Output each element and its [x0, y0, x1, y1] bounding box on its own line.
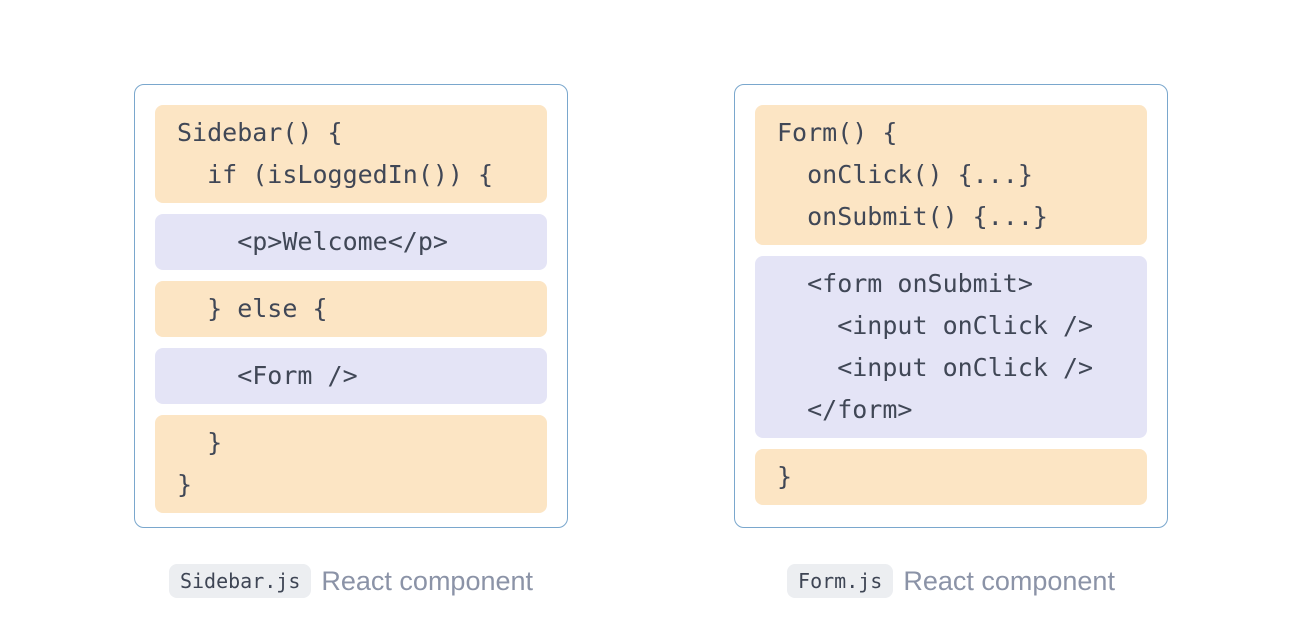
sidebar-component-panel: Sidebar() { if (isLoggedIn()) { <p>Welco… — [134, 84, 568, 528]
filename-badge: Form.js — [787, 564, 894, 598]
js-code-block: } } — [155, 415, 547, 513]
code-lines: <form onSubmit> <input onClick /> <input… — [807, 269, 1094, 424]
form-caption: Form.js React component — [734, 564, 1168, 598]
jsx-code-block: <Form /> — [155, 348, 547, 404]
form-figure: Form() { onClick() {...} onSubmit() {...… — [734, 84, 1168, 598]
code-lines: } — [777, 462, 793, 491]
sidebar-figure: Sidebar() { if (isLoggedIn()) { <p>Welco… — [134, 84, 568, 598]
code-lines: <Form /> — [177, 361, 358, 390]
js-code-block: Form() { onClick() {...} onSubmit() {...… — [755, 105, 1147, 245]
jsx-code-block: <p>Welcome</p> — [155, 214, 547, 270]
sidebar-caption: Sidebar.js React component — [134, 564, 568, 598]
js-code-block: } else { — [155, 281, 547, 337]
code-lines: Sidebar() { if (isLoggedIn()) { — [177, 118, 494, 189]
caption-label: React component — [321, 565, 534, 596]
caption-label: React component — [903, 565, 1115, 596]
jsx-code-block: <form onSubmit> <input onClick /> <input… — [755, 256, 1147, 438]
form-component-panel: Form() { onClick() {...} onSubmit() {...… — [734, 84, 1168, 528]
filename-badge: Sidebar.js — [168, 564, 312, 598]
code-lines: Form() { onClick() {...} onSubmit() {...… — [777, 118, 1048, 231]
code-lines: <p>Welcome</p> — [177, 227, 448, 256]
code-lines: } } — [177, 428, 223, 499]
js-code-block: Sidebar() { if (isLoggedIn()) { — [155, 105, 547, 203]
code-lines: } else { — [177, 294, 328, 323]
js-code-block: } — [755, 449, 1147, 505]
